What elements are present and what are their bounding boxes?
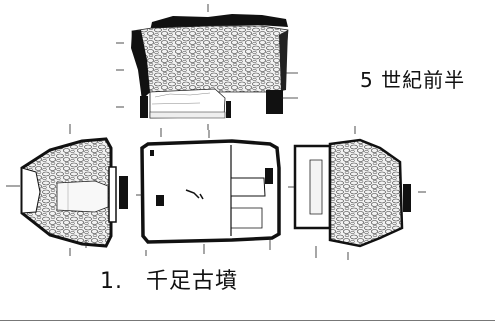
right-wall-edge (279, 30, 288, 91)
left-end-inner-slab (56, 180, 109, 213)
left-wall-edge (131, 30, 150, 100)
chamber-outline (140, 139, 281, 244)
left-lower-block (140, 96, 148, 118)
left-end-mouth (21, 167, 41, 214)
cap-stones (150, 14, 288, 31)
period-label: 5 世紀前半 (360, 68, 466, 92)
bottom-divider (0, 320, 495, 321)
left-end-view (6, 124, 128, 256)
top-elevation-view (116, 4, 298, 130)
center-lower-block (226, 101, 231, 118)
right-lower-block (266, 90, 283, 114)
right-end-view (288, 126, 426, 260)
figure-caption: 1. 千足古墳 (100, 269, 238, 294)
elevation-markers (116, 4, 298, 130)
floor-slab (149, 88, 226, 119)
side-chamber (230, 177, 266, 197)
scatter-marks (185, 189, 204, 200)
chamber-plan-view (136, 128, 281, 256)
stone-wall (131, 25, 289, 99)
left-end-doorstone (108, 166, 117, 223)
right-end-stones (328, 138, 404, 248)
chamber-stone-small (156, 195, 164, 206)
